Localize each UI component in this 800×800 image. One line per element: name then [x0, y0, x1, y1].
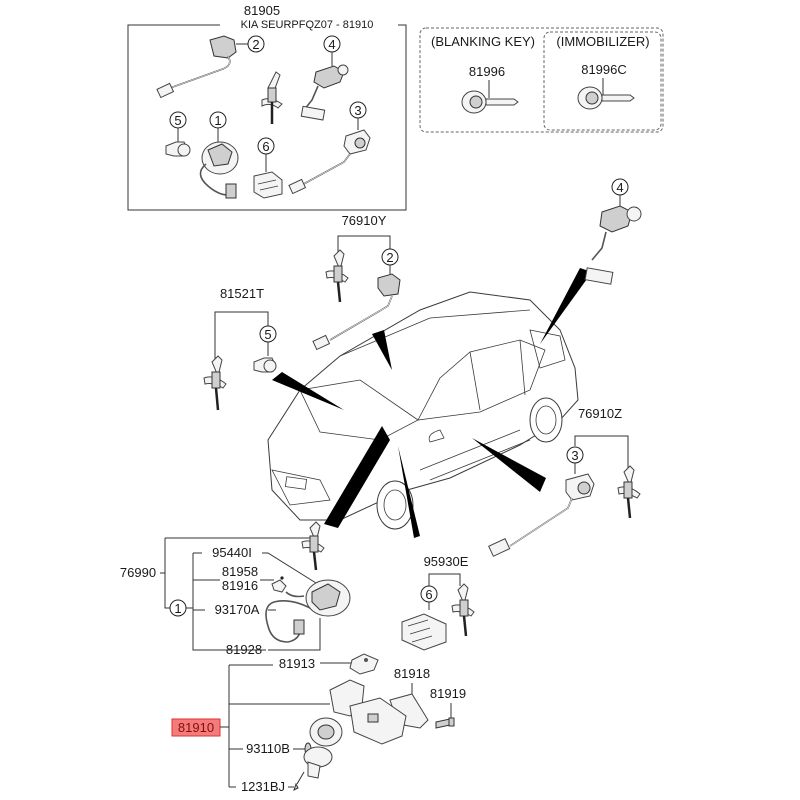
- immobilizer-key[interactable]: [577, 78, 635, 110]
- arrow-ignition: [324, 426, 390, 528]
- arrow-hood: [272, 372, 344, 410]
- kit-callout-2: [247, 35, 265, 53]
- part-81919[interactable]: 81919: [430, 686, 466, 701]
- kit-item-key[interactable]: [261, 71, 283, 124]
- bolt-81919[interactable]: [435, 717, 455, 729]
- kit-callout-5-label: 5: [174, 113, 181, 128]
- part-81918[interactable]: 81918: [394, 666, 430, 681]
- arrow-immobilizer: [398, 446, 420, 538]
- keys-box: (BLANKING KEY) (IMMOBILIZER) 81996 81996…: [419, 27, 664, 133]
- part-95930e[interactable]: 95930E: [424, 554, 469, 569]
- arrow-door-rh: [472, 438, 546, 492]
- door-key-rh[interactable]: [617, 465, 641, 519]
- tailgate-lock[interactable]: [584, 205, 642, 285]
- part-76990[interactable]: 76990: [120, 565, 156, 580]
- kit-item-hood-lock[interactable]: [165, 141, 191, 157]
- group-81910: 81910 81913 81918 81919 93110B: [171, 653, 466, 794]
- immobilizer-key-part-number[interactable]: 81996C: [581, 62, 627, 77]
- callout-4: 4: [616, 180, 623, 195]
- door-lock-rh[interactable]: [488, 463, 595, 557]
- kit-box: 81905 KIA SEURPFQZ07 - 81910 2 4: [127, 3, 407, 211]
- door-key-lh[interactable]: [325, 249, 349, 303]
- group-76990: 76990 1 95440I 81958 81916 93170A 81928: [120, 521, 351, 657]
- callout-5: 5: [264, 327, 271, 342]
- immobilizer-unit[interactable]: [401, 613, 447, 651]
- group-95930e: 95930E 6: [401, 554, 475, 651]
- callout-2: 2: [386, 250, 393, 265]
- blanking-key[interactable]: [461, 80, 519, 114]
- part-76910y[interactable]: 76910Y: [342, 213, 387, 228]
- kit-item-tailgate-lock[interactable]: [300, 52, 349, 121]
- arrow-door-lh: [372, 330, 392, 370]
- callout-6: 6: [425, 587, 432, 602]
- kit-item-ignition-lock[interactable]: [199, 141, 239, 199]
- kit-callout-3-label: 3: [354, 103, 361, 118]
- group-76910y: 76910Y 2: [312, 213, 401, 351]
- part-93170a[interactable]: 93170A: [215, 602, 260, 617]
- blanking-key-part-number[interactable]: 81996: [469, 64, 505, 79]
- part-81913[interactable]: 81913: [279, 656, 315, 671]
- ignition-key[interactable]: [301, 521, 325, 571]
- cover-81913[interactable]: [349, 653, 379, 675]
- part-93110b[interactable]: 93110B: [246, 741, 290, 756]
- callout-1: 1: [174, 601, 181, 616]
- kit-callout-6-label: 6: [262, 139, 269, 154]
- kit-item-immobilizer[interactable]: [253, 171, 283, 199]
- kit-subtitle: KIA SEURPFQZ07 - 81910: [241, 19, 374, 31]
- kit-callout-1-label: 1: [214, 113, 221, 128]
- arrow-tailgate: [540, 268, 592, 344]
- part-76910z[interactable]: 76910Z: [578, 406, 622, 421]
- door-lock-lh[interactable]: [312, 265, 401, 351]
- kit-callout-2-label: 2: [252, 37, 259, 52]
- part-81916[interactable]: 81916: [222, 578, 258, 593]
- vehicle-illustration: [267, 291, 579, 530]
- immobilizer-key[interactable]: [451, 583, 475, 637]
- group-tailgate: 4: [584, 178, 642, 285]
- hood-lock[interactable]: [253, 357, 277, 373]
- part-81521t[interactable]: 81521T: [220, 286, 264, 301]
- screw-1231bj[interactable]: [293, 771, 305, 791]
- kit-callout-4-label: 4: [328, 37, 335, 52]
- part-95440i[interactable]: 95440I: [212, 545, 252, 560]
- part-81958[interactable]: 81958: [222, 564, 258, 579]
- callout-3: 3: [571, 448, 578, 463]
- blanking-key-heading: (BLANKING KEY): [431, 34, 535, 49]
- group-81521t: 81521T 5: [203, 286, 277, 411]
- cylinder-93110b[interactable]: [303, 742, 333, 779]
- kit-item-door-lock-lh[interactable]: [156, 35, 248, 99]
- hood-key[interactable]: [203, 355, 227, 411]
- part-1231bj[interactable]: 1231BJ: [241, 779, 285, 794]
- ignition-lock-assembly[interactable]: [265, 576, 351, 643]
- kit-part-number[interactable]: 81905: [244, 3, 280, 18]
- kit-item-door-lock-rh[interactable]: [288, 129, 371, 195]
- lock-body-81910[interactable]: [309, 679, 407, 747]
- part-81928[interactable]: 81928: [226, 642, 262, 657]
- group-76910z: 76910Z 3: [488, 406, 641, 557]
- pointer-arrows: [272, 268, 592, 538]
- immobilizer-key-heading: (IMMOBILIZER): [556, 34, 649, 49]
- part-81910[interactable]: 81910: [178, 720, 214, 735]
